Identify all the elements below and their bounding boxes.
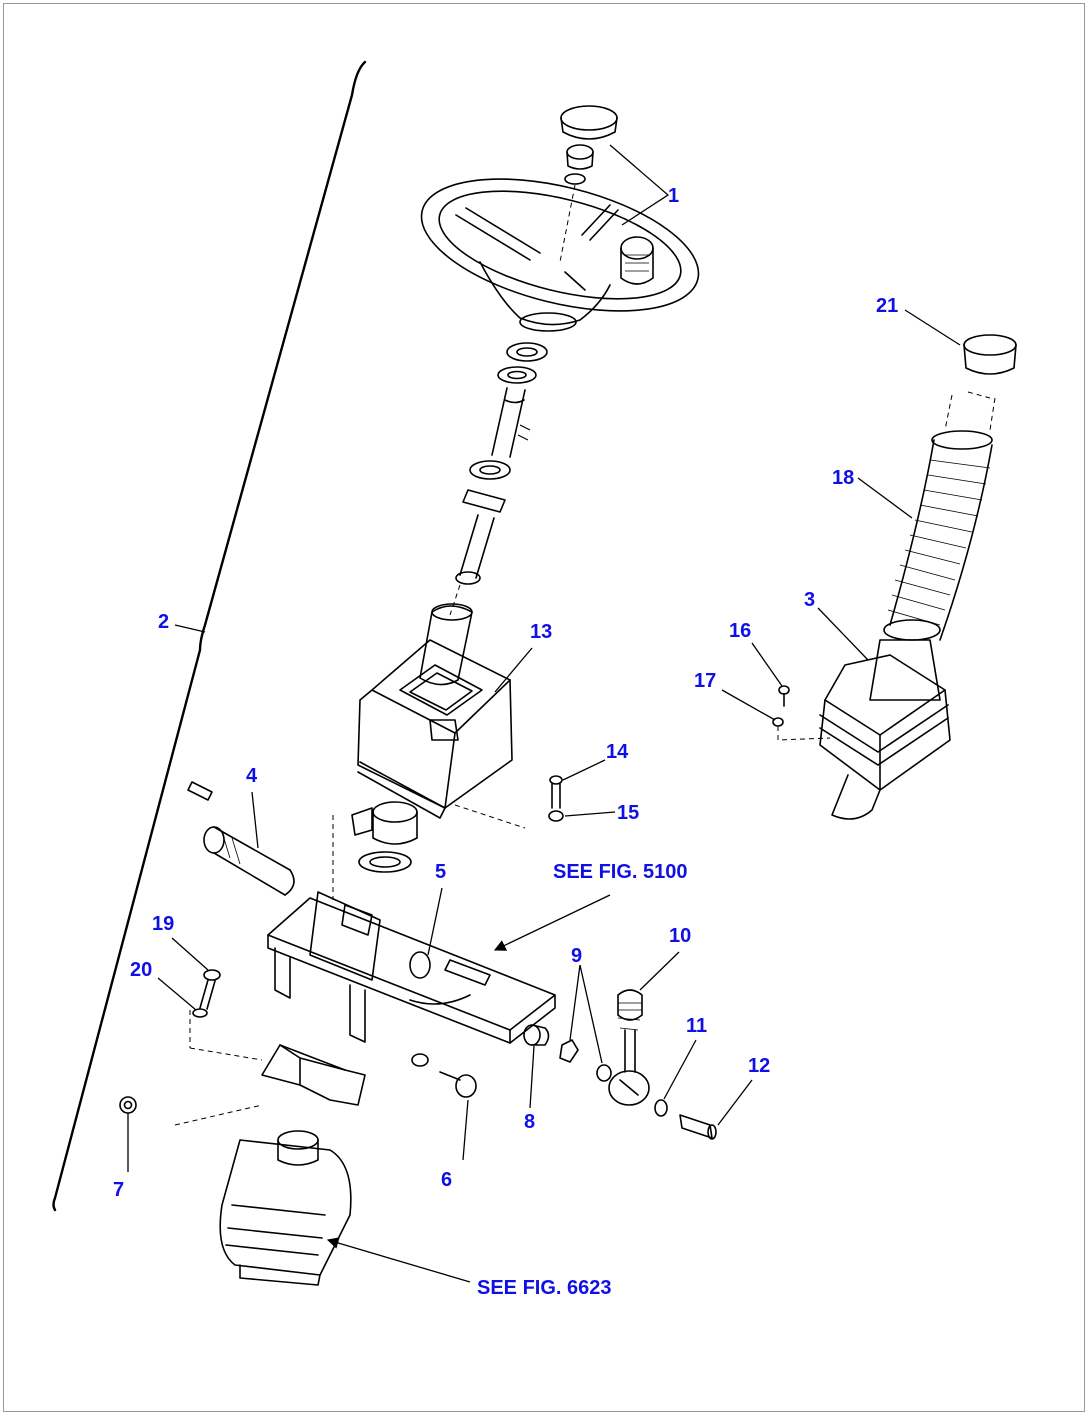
cab-boundary-line bbox=[52, 60, 367, 1212]
diagram-frame bbox=[3, 3, 1085, 1412]
callout-20: 20 bbox=[130, 959, 153, 981]
lower-bracket bbox=[174, 1010, 366, 1126]
callout-13: 13 bbox=[530, 621, 553, 643]
callout-9: 9 bbox=[571, 945, 583, 967]
column-housing bbox=[357, 603, 526, 829]
horn-button-assembly bbox=[559, 105, 618, 263]
bolt-6 bbox=[411, 1053, 477, 1098]
column-trunnion bbox=[332, 801, 418, 900]
gear-lever-assembly bbox=[772, 334, 1017, 820]
reference-fig-6623: SEE FIG. 6623 bbox=[477, 1277, 612, 1299]
callout-4: 4 bbox=[246, 765, 258, 787]
callout-16: 16 bbox=[729, 620, 752, 642]
callout-5: 5 bbox=[435, 861, 447, 883]
callout-10: 10 bbox=[669, 925, 692, 947]
lever-linkage bbox=[523, 989, 717, 1140]
steering-column bbox=[449, 342, 548, 616]
mounting-plate bbox=[267, 891, 556, 1044]
bolt-14-washer-15 bbox=[548, 775, 564, 822]
callout-6: 6 bbox=[441, 1169, 453, 1191]
callout-11: 11 bbox=[686, 1015, 708, 1037]
steering-wheel bbox=[420, 178, 700, 332]
pivot-pin bbox=[187, 781, 295, 896]
callout-3: 3 bbox=[804, 589, 816, 611]
bolt-19-washer-20 bbox=[192, 969, 221, 1018]
callout-7: 7 bbox=[113, 1179, 125, 1201]
callout-21: 21 bbox=[876, 295, 899, 317]
callout-18: 18 bbox=[832, 467, 855, 489]
callout-1: 1 bbox=[668, 185, 680, 207]
reference-fig-5100: SEE FIG. 5100 bbox=[553, 861, 688, 883]
callout-2: 2 bbox=[158, 611, 170, 633]
callout-14: 14 bbox=[606, 741, 629, 763]
callout-15: 15 bbox=[617, 802, 640, 824]
callout-19: 19 bbox=[152, 913, 175, 935]
steering-valve bbox=[219, 1130, 352, 1286]
callout-12: 12 bbox=[748, 1055, 771, 1077]
leader-lines bbox=[127, 144, 961, 1283]
callout-8: 8 bbox=[524, 1111, 536, 1133]
callout-17: 17 bbox=[694, 670, 717, 692]
nut-7 bbox=[119, 1096, 137, 1114]
